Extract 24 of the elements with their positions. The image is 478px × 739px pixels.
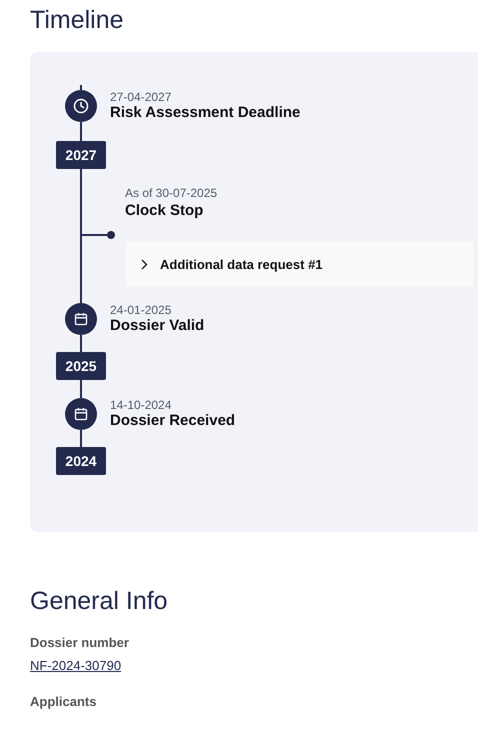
timeline-panel — [30, 52, 478, 532]
year-badge: 2027 — [56, 141, 106, 169]
event-title: Dossier Valid — [110, 317, 204, 335]
event-date: 27-04-2027 — [110, 90, 172, 104]
timeline-line — [80, 85, 82, 90]
timeline-line — [80, 380, 82, 398]
timeline-line — [80, 169, 82, 303]
year-badge: 2024 — [56, 447, 106, 475]
event-title: Clock Stop — [125, 201, 204, 221]
field-label: Applicants — [30, 694, 96, 710]
event-date: As of 30-07-2025 — [125, 185, 218, 201]
year-badge: 2025 — [56, 352, 106, 380]
timeline-line — [80, 335, 82, 352]
timeline-line — [80, 430, 82, 447]
timeline-line — [80, 122, 82, 141]
accordion-toggle: Additional data request #1 — [125, 241, 474, 287]
field-label: Dossier number — [30, 635, 129, 651]
event-title: Dossier Received — [110, 412, 236, 430]
section-heading: General Info — [30, 586, 168, 616]
dossier-link: NF-2024-30790 — [30, 658, 122, 674]
event-date: 14-10-2024 — [110, 398, 172, 412]
event-date: 24-01-2025 — [110, 303, 172, 317]
event-title: Risk Assessment Deadline — [110, 104, 300, 122]
section-heading: Timeline — [30, 5, 124, 35]
